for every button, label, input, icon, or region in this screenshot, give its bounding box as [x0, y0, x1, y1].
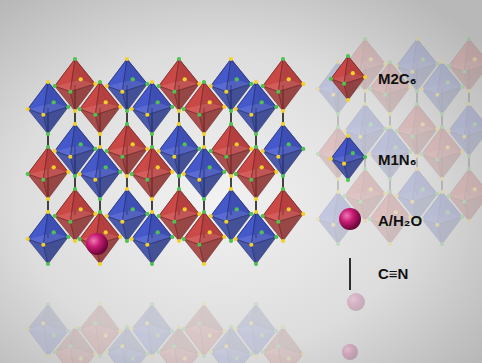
octahedron — [234, 80, 279, 136]
sphere — [347, 293, 365, 311]
octahedron — [182, 145, 227, 201]
octahedron — [420, 60, 465, 116]
reflection — [26, 302, 306, 363]
octahedron — [78, 80, 123, 136]
octahedron — [368, 60, 413, 116]
octahedron — [316, 190, 361, 246]
octahedron — [130, 210, 175, 266]
octahedron — [329, 134, 368, 182]
bond-sample — [349, 258, 351, 290]
octahedron — [234, 302, 279, 358]
sphere — [86, 233, 108, 255]
octahedron — [420, 190, 465, 246]
octahedron — [78, 302, 123, 358]
octahedron — [130, 80, 175, 136]
legend-label: M1N₆ — [378, 151, 416, 169]
octahedron — [234, 210, 279, 266]
octahedron — [78, 145, 123, 201]
sphere — [342, 344, 358, 360]
octahedron — [130, 145, 175, 201]
legend-label: M2C₆ — [378, 70, 416, 88]
octahedron — [26, 145, 71, 201]
octahedron — [182, 302, 227, 358]
octahedron — [420, 125, 465, 181]
octahedron — [182, 210, 227, 266]
octahedron — [182, 80, 227, 136]
octahedron — [78, 210, 123, 266]
legend-label: C≡N — [378, 265, 408, 283]
octahedron — [26, 80, 71, 136]
octahedron — [130, 302, 175, 358]
octahedron — [26, 210, 71, 266]
sphere — [339, 208, 361, 230]
legend-samples — [329, 54, 368, 290]
faded-lattice — [316, 37, 482, 311]
octahedron — [234, 145, 279, 201]
legend-label: A/H₂O — [378, 212, 422, 230]
octahedron — [26, 302, 71, 358]
octahedron — [329, 54, 368, 102]
main-lattice — [26, 57, 306, 266]
